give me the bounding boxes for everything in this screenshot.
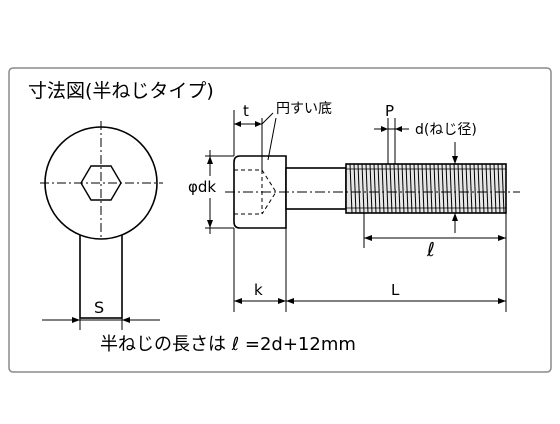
thread-line bbox=[409, 163, 413, 214]
thread-dia-label: d(ねじ径) bbox=[415, 122, 477, 138]
thread-line bbox=[477, 163, 481, 214]
thread-line bbox=[453, 163, 457, 214]
thread-line bbox=[357, 163, 361, 214]
thread-line bbox=[429, 163, 433, 214]
thread-line bbox=[385, 163, 389, 214]
thread-line bbox=[381, 163, 385, 214]
thread-len-arrow-left bbox=[364, 235, 372, 241]
s-arrow-left bbox=[72, 317, 80, 323]
thread-line bbox=[393, 163, 397, 214]
thread-line bbox=[485, 163, 489, 214]
t-label: t bbox=[243, 102, 249, 120]
thread-line bbox=[349, 163, 353, 214]
thread-line bbox=[353, 163, 357, 214]
thread-line bbox=[493, 163, 497, 214]
thread-len-label: ℓ bbox=[426, 239, 435, 261]
thread-line bbox=[417, 163, 421, 214]
thread-line bbox=[433, 163, 437, 214]
thread-line bbox=[449, 163, 453, 214]
thread-line bbox=[465, 163, 469, 214]
l-label: L bbox=[391, 281, 400, 299]
l-arrow-right bbox=[498, 298, 506, 304]
thread-line bbox=[389, 163, 393, 214]
p-arrow-left bbox=[381, 126, 388, 132]
end-view bbox=[40, 121, 163, 330]
l-arrow-left bbox=[286, 298, 294, 304]
thread-line bbox=[405, 163, 409, 214]
thread-line bbox=[425, 163, 429, 214]
k-l-dimensions bbox=[233, 213, 507, 312]
t-arrow-right bbox=[255, 121, 262, 127]
thread-line bbox=[469, 163, 473, 214]
thread-line bbox=[457, 163, 461, 214]
diagram-title: 寸法図(半ねじタイプ) bbox=[28, 80, 214, 102]
dk-arrow-top bbox=[207, 156, 213, 164]
thread-line bbox=[373, 163, 377, 214]
formula-text: 半ねじの長さは ℓ =2d+12mm bbox=[100, 334, 356, 355]
thread-line bbox=[413, 163, 417, 214]
thread-line bbox=[421, 163, 425, 214]
thread-line bbox=[473, 163, 477, 214]
thread-line bbox=[401, 163, 405, 214]
k-label: k bbox=[254, 281, 263, 299]
head-dia-label: φdk bbox=[188, 178, 216, 196]
thread-line bbox=[481, 163, 485, 214]
p-label: P bbox=[385, 102, 394, 120]
d-arrow-top bbox=[452, 156, 458, 164]
s-label: S bbox=[94, 298, 104, 317]
counterbore-leader bbox=[267, 117, 277, 161]
thread-line bbox=[397, 163, 401, 214]
thread-len-arrow-right bbox=[498, 235, 506, 241]
thread-line bbox=[489, 163, 493, 214]
bolt-shank bbox=[285, 167, 347, 210]
thread-line bbox=[461, 163, 465, 214]
thread-line bbox=[377, 163, 381, 214]
t-arrow-left bbox=[234, 121, 241, 127]
thread-line bbox=[501, 163, 505, 214]
dk-arrow-bottom bbox=[207, 220, 213, 228]
p-arrow-right bbox=[395, 126, 402, 132]
counterbore-label: 円すい底 bbox=[276, 101, 332, 117]
thread-line bbox=[361, 163, 365, 214]
bolt-head bbox=[233, 155, 287, 229]
thread-lines bbox=[349, 163, 505, 214]
thread-line bbox=[369, 163, 373, 214]
p-dimension bbox=[374, 118, 409, 164]
k-arrow-right bbox=[278, 298, 286, 304]
thread-line bbox=[437, 163, 441, 214]
s-arrow-right bbox=[122, 317, 130, 323]
d-arrow-bottom bbox=[452, 213, 458, 221]
thread-line bbox=[445, 163, 449, 214]
thread-line bbox=[441, 163, 445, 214]
thread-line bbox=[365, 163, 369, 214]
k-arrow-left bbox=[234, 298, 242, 304]
thread-line bbox=[497, 163, 501, 214]
